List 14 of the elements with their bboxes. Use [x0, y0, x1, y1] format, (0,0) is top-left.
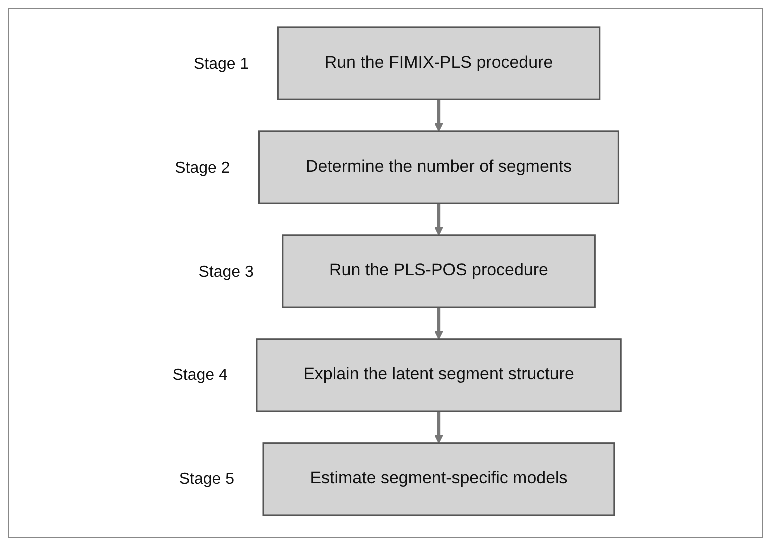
node-box: Run the FIMIX-PLS procedure — [277, 26, 601, 100]
node-box: Run the PLS-POS procedure — [282, 234, 596, 308]
stage-label: Stage 1 — [194, 56, 250, 74]
stage-label: Stage 3 — [198, 264, 254, 282]
node-box: Estimate segment-specific models — [262, 442, 616, 516]
stage-label: Stage 4 — [172, 367, 228, 386]
node-box: Determine the number of segments — [258, 130, 620, 204]
stage-label: Stage 2 — [175, 160, 230, 178]
stage-label: Stage 5 — [179, 471, 235, 490]
arrow — [434, 204, 444, 236]
arrow — [434, 308, 444, 340]
arrow — [434, 412, 444, 444]
node-box: Explain the latent segment structure — [256, 338, 622, 412]
arrow — [434, 100, 444, 132]
